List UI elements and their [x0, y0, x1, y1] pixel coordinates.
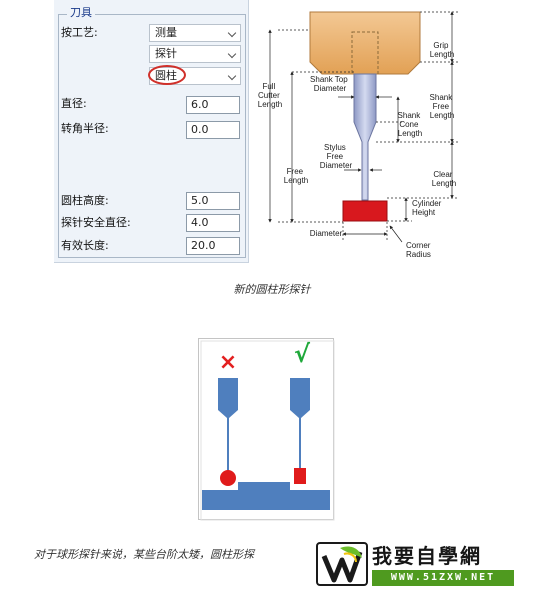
free-length-label: Free Length: [284, 167, 308, 185]
cylinder-probe-shank: [290, 378, 310, 468]
tool-panel: 刀具 按工艺: 测量 探针 圆柱 直径: 6.0 转角半径: 0.0 圆柱高度:…: [54, 0, 249, 263]
grip-length-label: Grip Length: [430, 41, 454, 59]
probe-safe-diameter-input[interactable]: 4.0: [186, 214, 240, 232]
logo-title: 我要自學網: [372, 544, 482, 568]
tool-type-select-value: 探针: [155, 47, 177, 60]
right-mark: √: [294, 340, 311, 368]
process-label: 按工艺:: [61, 26, 98, 39]
caption-ball-probe-note: 对于球形探针来说，某些台阶太矮，圆柱形探: [34, 548, 254, 561]
chevron-down-icon: [227, 28, 237, 38]
cylinder-height-label: 圆柱高度:: [61, 194, 109, 207]
logo-emblem: [316, 542, 368, 586]
caption-new-cylinder-probe: 新的圆柱形探针: [233, 283, 311, 296]
tool-groupbox: 刀具: [58, 6, 246, 258]
diameter-input[interactable]: 6.0: [186, 96, 240, 114]
logo-url: WWW.51ZXW.NET: [372, 570, 514, 586]
effective-length-input[interactable]: 20.0: [186, 237, 240, 255]
probe-comparison-figure: × √: [198, 338, 335, 521]
highlight-oval: [148, 65, 186, 85]
chevron-down-icon: [227, 49, 237, 59]
shank-free-length-label: Shank Free Length: [430, 93, 455, 120]
tool-type-select[interactable]: 探针: [149, 45, 241, 63]
stylus-free-diameter-label: Stylus Free Diameter: [320, 143, 353, 170]
effective-length-label: 有效长度:: [61, 239, 109, 252]
probe-dimension-diagram: Grip Length Full Cutter Length Shank Top…: [258, 11, 458, 259]
shank-top-diameter-label: Shank Top Diameter: [310, 75, 350, 93]
cylinder-tip: [342, 200, 388, 222]
wrong-mark: ×: [219, 350, 237, 375]
shank-shape: [353, 73, 377, 201]
clear-length-label: Clear Length: [432, 170, 456, 188]
diameter-diagram-label: Diameter: [310, 229, 343, 238]
cylinder-height-diagram-label: Cylinder Height: [412, 199, 444, 217]
ball-probe-tip: [220, 470, 236, 486]
corner-radius-input[interactable]: 0.0: [186, 121, 240, 139]
holder-shape: [309, 11, 421, 75]
shank-cone-length-label: Shank Cone Length: [398, 111, 423, 138]
corner-radius-diagram-label: Corner Radius: [406, 241, 433, 259]
chevron-down-icon: [227, 71, 237, 81]
cylinder-probe-tip: [294, 468, 306, 484]
step-block: [238, 482, 290, 490]
workpiece-base: [202, 490, 330, 510]
corner-radius-label: 转角半径:: [61, 122, 109, 135]
probe-safe-diameter-label: 探针安全直径:: [61, 216, 131, 229]
process-select-value: 测量: [155, 26, 177, 39]
group-title: 刀具: [67, 6, 95, 20]
ball-probe-shank: [218, 378, 238, 472]
process-select[interactable]: 测量: [149, 24, 241, 42]
diameter-label: 直径:: [61, 97, 87, 110]
full-cutter-length-label: Full Cutter Length: [258, 82, 282, 109]
cylinder-height-input[interactable]: 5.0: [186, 192, 240, 210]
